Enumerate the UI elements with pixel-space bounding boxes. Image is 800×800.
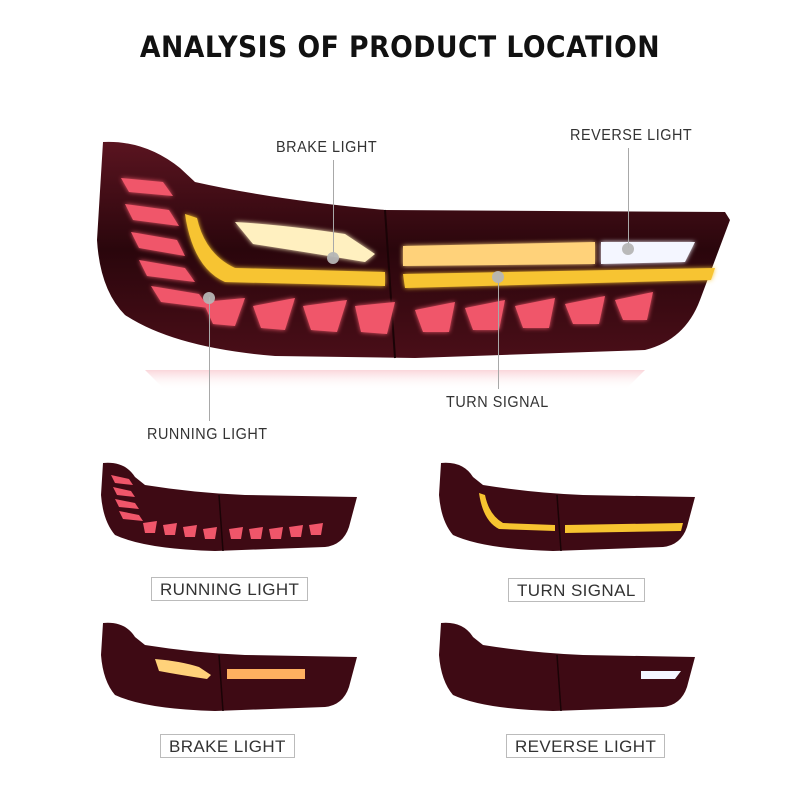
variant-label-running-light: RUNNING LIGHT xyxy=(151,577,309,601)
variant-label-brake-light: BRAKE LIGHT xyxy=(160,734,295,758)
variant-turn-signal-image xyxy=(439,462,695,552)
main-taillight-diagram xyxy=(97,141,730,390)
marker-dot-brake xyxy=(327,252,339,264)
leader-line-brake xyxy=(333,160,334,257)
variant-reverse-light-image xyxy=(439,622,695,712)
leader-line-reverse xyxy=(628,148,629,248)
callout-running-light: RUNNING LIGHT xyxy=(147,426,268,443)
leader-line-running xyxy=(209,297,210,421)
callout-turn-signal: TURN SIGNAL xyxy=(446,394,549,411)
page-title: ANALYSIS OF PRODUCT LOCATION xyxy=(139,30,661,64)
variant-brake-light-image xyxy=(101,622,357,712)
callout-reverse-light: REVERSE LIGHT xyxy=(570,127,693,144)
variant-running-light-image xyxy=(101,462,357,552)
variant-label-turn-signal: TURN SIGNAL xyxy=(508,578,645,602)
marker-dot-running xyxy=(203,292,215,304)
marker-dot-turn xyxy=(492,271,504,283)
callout-brake-light: BRAKE LIGHT xyxy=(276,139,378,156)
leader-line-turn xyxy=(498,276,499,389)
variant-label-reverse-light: REVERSE LIGHT xyxy=(506,734,666,758)
marker-dot-reverse xyxy=(622,243,634,255)
